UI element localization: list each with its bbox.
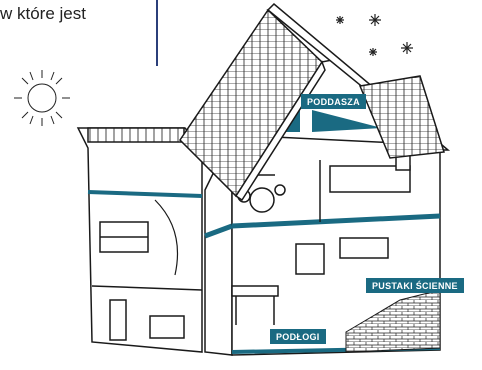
caption-text: w które jest bbox=[0, 4, 86, 23]
attic-label: PODDASZA bbox=[301, 94, 366, 109]
snowflake-icon bbox=[336, 14, 413, 56]
sun-icon bbox=[14, 70, 70, 126]
floors-label: PODŁOGI bbox=[270, 329, 326, 344]
attic-insulation-right bbox=[312, 110, 382, 132]
left-wing bbox=[76, 127, 203, 353]
brick-wall bbox=[345, 289, 441, 353]
wall-blocks-label: PUSTAKI ŚCIENNE bbox=[366, 278, 464, 293]
right-roof bbox=[358, 75, 445, 159]
